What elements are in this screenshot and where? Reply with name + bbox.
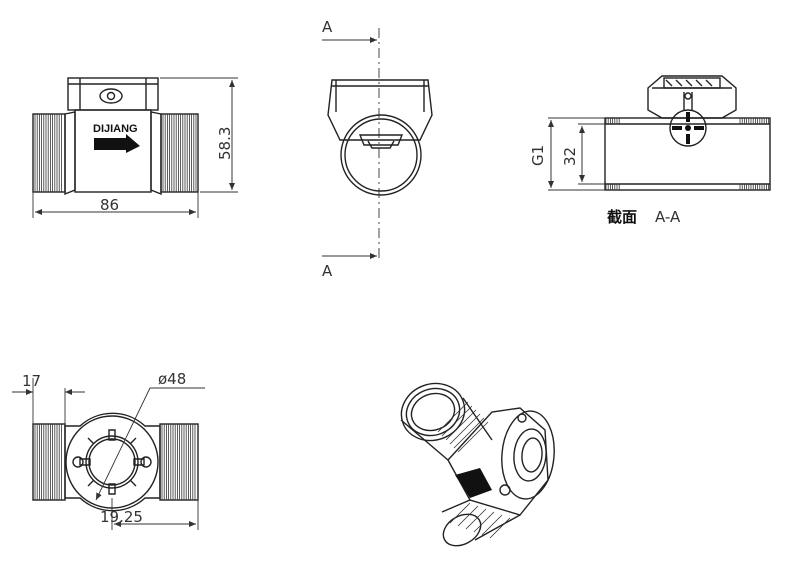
- top-left-thread: [32, 423, 66, 501]
- isometric-view: [400, 382, 555, 547]
- dim-diameter-label: ø48: [158, 370, 186, 388]
- section-housing: [647, 75, 737, 119]
- sensor-housing: [67, 77, 159, 111]
- section-view: G1 32 截面 A-A: [529, 75, 771, 226]
- right-thread-body: [160, 113, 199, 193]
- flow-arrow-icon: [94, 134, 140, 153]
- front-view: DIJIANG 86 58.3: [32, 77, 238, 218]
- top-flange: [64, 412, 161, 512]
- side-housing: [327, 79, 433, 141]
- impeller-circle: [669, 109, 707, 147]
- dim-bore-label: 32: [561, 147, 579, 166]
- dim-thread-label: G1: [529, 145, 547, 166]
- pipe-outer-circle: [340, 114, 422, 196]
- dim-height-label: 58.3: [216, 127, 234, 160]
- section-marker-top: A: [322, 18, 333, 36]
- side-view: A A: [322, 18, 433, 280]
- dim-width-label: 86: [100, 196, 119, 214]
- section-marker-bottom: A: [322, 262, 333, 280]
- brand-text: DIJIANG: [93, 123, 138, 135]
- logo-eye-icon: [99, 88, 123, 104]
- top-right-thread: [159, 423, 199, 501]
- section-caption-cn: 截面: [607, 208, 637, 226]
- section-caption-label: A-A: [655, 208, 681, 226]
- left-thread-body: [32, 113, 66, 193]
- dim-thread-length-label: 17: [22, 372, 41, 390]
- dim-offset-label: 19.25: [100, 508, 143, 526]
- top-view: 17 ø48 19.25: [12, 370, 205, 530]
